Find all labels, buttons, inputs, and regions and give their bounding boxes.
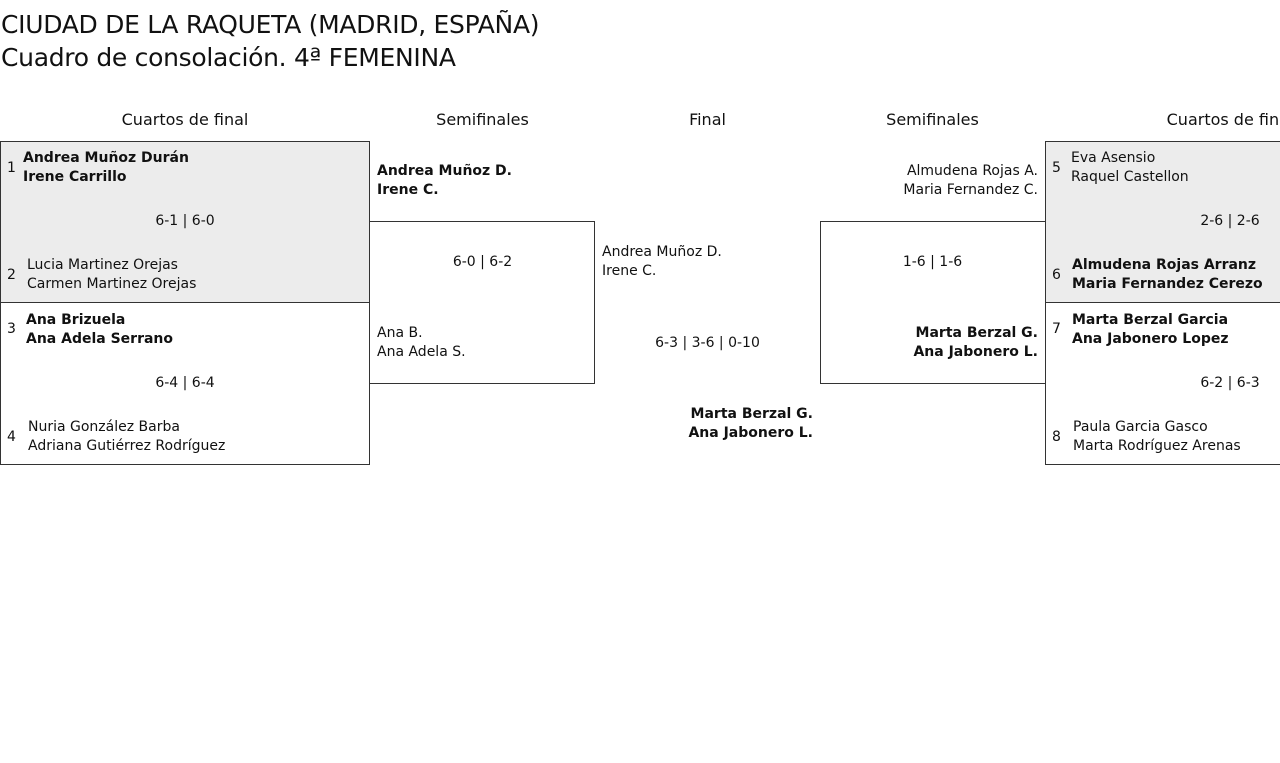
player-name: Maria Fernandez C.	[903, 182, 1038, 198]
player-name: Marta Berzal G.	[690, 406, 813, 422]
player-name: Marta Berzal G.	[915, 325, 1038, 341]
seed-number: 6	[1052, 267, 1061, 283]
match-score: 6-0 | 6-2	[452, 254, 513, 270]
player-name: Ana Adela Serrano	[26, 331, 174, 347]
page-title: CIUDAD DE LA RAQUETA (MADRID, ESPAÑA)	[1, 10, 540, 39]
team-entry[interactable]: Marta Berzal G. Ana Jabonero L.	[688, 405, 813, 443]
player-name: Nuria González Barba	[28, 419, 180, 435]
match-score: 6-1 | 6-0	[155, 213, 215, 229]
player-name: Eva Asensio	[1071, 150, 1156, 166]
team-entry[interactable]: Andrea Muñoz D. Irene C.	[602, 243, 722, 281]
round-header-left-quarters: Cuartos de final	[121, 110, 249, 129]
team-entry[interactable]: Almudena Rojas Arranz Maria Fernandez Ce…	[1072, 256, 1263, 294]
team-entry[interactable]: Andrea Muñoz Durán Irene Carrillo	[23, 149, 189, 187]
player-name: Ana Jabonero L.	[913, 344, 1038, 360]
player-name: Andrea Muñoz Durán	[23, 150, 189, 166]
player-name: Ana Jabonero Lopez	[1072, 331, 1229, 347]
player-name: Almudena Rojas A.	[906, 163, 1038, 179]
player-name: Marta Rodríguez Arenas	[1073, 438, 1241, 454]
team-entry[interactable]: Paula Garcia Gasco Marta Rodríguez Arena…	[1073, 418, 1241, 456]
seed-number: 5	[1052, 160, 1061, 176]
round-header-final: Final	[689, 110, 726, 129]
team-entry[interactable]: Andrea Muñoz D. Irene C.	[377, 162, 512, 200]
match-score: 6-2 | 6-3	[1200, 375, 1260, 391]
team-entry[interactable]: Marta Berzal Garcia Ana Jabonero Lopez	[1072, 311, 1228, 349]
right-quarter-match-2-box	[1045, 302, 1280, 465]
player-name: Ana Brizuela	[26, 312, 126, 328]
match-score: 6-4 | 6-4	[155, 375, 215, 391]
seed-number: 1	[7, 160, 16, 176]
right-quarter-match-1-box	[1045, 141, 1280, 303]
round-header-right-semis: Semifinales	[886, 110, 979, 129]
left-semi-match-box	[369, 221, 595, 384]
player-name: Andrea Muñoz D.	[602, 244, 722, 260]
match-score: 6-3 | 3-6 | 0-10	[655, 335, 760, 351]
team-entry[interactable]: Ana B. Ana Adela S.	[377, 324, 466, 362]
seed-number: 2	[7, 267, 16, 283]
player-name: Lucia Martinez Orejas	[27, 257, 178, 273]
player-name: Andrea Muñoz D.	[377, 163, 512, 179]
team-entry[interactable]: Marta Berzal G. Ana Jabonero L.	[913, 324, 1038, 362]
team-entry[interactable]: Ana Brizuela Ana Adela Serrano	[26, 311, 173, 349]
player-name: Ana Adela S.	[377, 344, 466, 360]
team-entry[interactable]: Nuria González Barba Adriana Gutiérrez R…	[28, 418, 225, 456]
player-name: Carmen Martinez Orejas	[27, 276, 197, 292]
player-name: Irene Carrillo	[23, 169, 127, 185]
team-entry[interactable]: Lucia Martinez Orejas Carmen Martinez Or…	[27, 256, 196, 294]
team-entry[interactable]: Almudena Rojas A. Maria Fernandez C.	[903, 162, 1038, 200]
round-header-right-quarters: Cuartos de final	[1166, 110, 1280, 129]
player-name: Irene C.	[377, 182, 439, 198]
match-score: 2-6 | 2-6	[1200, 213, 1260, 229]
player-name: Maria Fernandez Cerezo	[1072, 276, 1263, 292]
player-name: Paula Garcia Gasco	[1073, 419, 1208, 435]
seed-number: 4	[7, 429, 16, 445]
player-name: Ana B.	[377, 325, 423, 341]
match-score: 1-6 | 1-6	[902, 254, 963, 270]
player-name: Raquel Castellon	[1071, 169, 1189, 185]
team-entry[interactable]: Eva Asensio Raquel Castellon	[1071, 149, 1189, 187]
player-name: Marta Berzal Garcia	[1072, 312, 1229, 328]
seed-number: 3	[7, 321, 16, 337]
round-header-left-semis: Semifinales	[436, 110, 529, 129]
player-name: Almudena Rojas Arranz	[1072, 257, 1257, 273]
seed-number: 7	[1052, 321, 1061, 337]
player-name: Irene C.	[602, 263, 657, 279]
player-name: Ana Jabonero L.	[688, 425, 813, 441]
left-quarter-match-1-box	[0, 141, 370, 303]
page-subtitle: Cuadro de consolación. 4ª FEMENINA	[1, 43, 456, 72]
player-name: Adriana Gutiérrez Rodríguez	[28, 438, 226, 454]
seed-number: 8	[1052, 429, 1061, 445]
